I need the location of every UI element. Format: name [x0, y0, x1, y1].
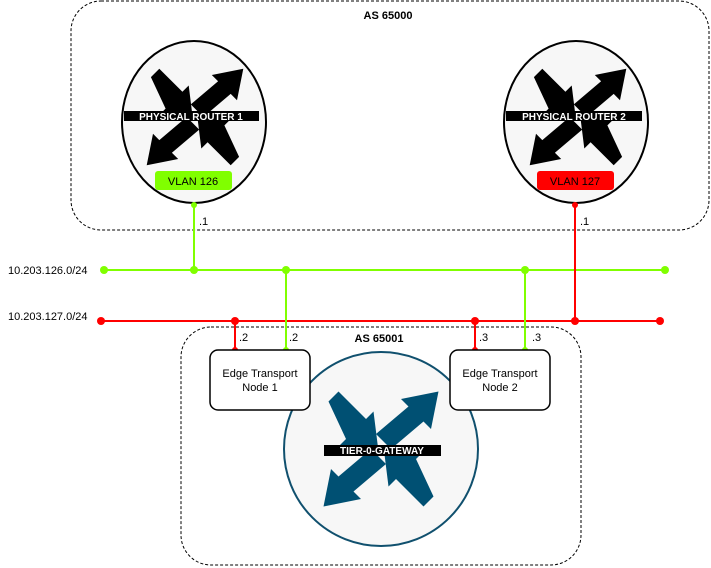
router-label-bg — [506, 111, 642, 121]
as-65001-group: AS 65001 — [180, 326, 582, 566]
link-router2-net127: .1 — [571, 202, 589, 325]
node-box — [449, 349, 551, 411]
node-label-line1: Edge Transport — [462, 368, 537, 380]
as-65000-group: AS 65000 — [70, 0, 710, 231]
node-label-line2: Node 1 — [242, 382, 277, 394]
router-label-bg — [124, 111, 259, 121]
ip-suffix-label: .1 — [199, 216, 208, 228]
link-edge1-net126: .2 — [282, 266, 298, 353]
vlan-badge — [537, 171, 614, 190]
network-126-label: 10.203.126.0/24 — [8, 265, 88, 277]
link-edge2-net127: .3 — [471, 317, 488, 353]
network-endpoint — [661, 266, 669, 274]
network-segment-127: 10.203.127.0/24 — [8, 311, 664, 325]
link-edge2-net126: .3 — [521, 266, 541, 353]
edge-transport-node-2[interactable]: Edge Transport Node 2 — [449, 349, 551, 411]
tier-0-gateway[interactable]: TIER-0-GATEWAY — [283, 351, 479, 547]
network-127-label: 10.203.127.0/24 — [8, 311, 88, 323]
ip-suffix-label: .2 — [239, 332, 248, 344]
as-65000-label: AS 65000 — [364, 10, 413, 22]
network-endpoint — [97, 317, 105, 325]
edge-transport-node-1[interactable]: Edge Transport Node 1 — [209, 349, 311, 411]
node-label-line2: Node 2 — [482, 382, 517, 394]
network-segment-126: 10.203.126.0/24 — [8, 265, 669, 277]
vlan-label: VLAN 127 — [550, 176, 600, 188]
as-65001-boundary — [180, 326, 582, 566]
ip-suffix-label: .2 — [289, 332, 298, 344]
ip-suffix-label: .3 — [532, 332, 541, 344]
physical-router-2[interactable]: PHYSICAL ROUTER 2 VLAN 127 — [503, 40, 649, 204]
ip-suffix-label: .1 — [580, 216, 589, 228]
vlan-badge — [155, 171, 232, 190]
link-edge1-net127: .2 — [231, 317, 248, 353]
router-name: PHYSICAL ROUTER 1 — [139, 112, 243, 123]
as-65000-boundary — [70, 0, 710, 231]
node-label-line1: Edge Transport — [222, 368, 297, 380]
gateway-name: TIER-0-GATEWAY — [340, 446, 424, 457]
network-endpoint — [100, 266, 108, 274]
router-name: PHYSICAL ROUTER 2 — [522, 112, 626, 123]
link-router1-net126: .1 — [190, 202, 208, 274]
physical-router-1[interactable]: PHYSICAL ROUTER 1 VLAN 126 — [121, 40, 267, 204]
node-box — [209, 349, 311, 411]
ip-suffix-label: .3 — [479, 332, 488, 344]
as-65001-label: AS 65001 — [355, 333, 404, 345]
gateway-label-bg — [324, 445, 441, 456]
vlan-label: VLAN 126 — [168, 176, 218, 188]
network-endpoint — [656, 317, 664, 325]
